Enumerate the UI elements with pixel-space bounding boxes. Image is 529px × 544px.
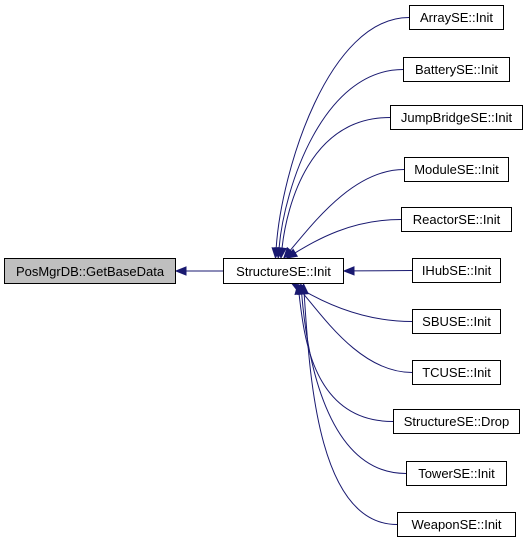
- node-structurese-drop[interactable]: StructureSE::Drop: [393, 409, 520, 434]
- edge-jumpbridgese-init: [281, 117, 391, 249]
- node-label: StructureSE::Init: [236, 263, 331, 279]
- node-tcuse-init[interactable]: TCUSE::Init: [412, 360, 501, 385]
- node-jumpbridgese-init[interactable]: JumpBridgeSE::Init: [390, 105, 523, 130]
- edge-weaponse-init: [303, 293, 398, 525]
- node-label: BatterySE::Init: [414, 62, 499, 77]
- edge-tcuse-init: [301, 291, 413, 373]
- node-label: ModuleSE::Init: [414, 162, 499, 177]
- node-label: TowerSE::Init: [418, 466, 495, 481]
- edge-arrayse-init: [275, 17, 410, 249]
- node-label: ArraySE::Init: [420, 10, 493, 25]
- node-ihubse-init[interactable]: IHubSE::Init: [412, 258, 501, 283]
- node-posmgrdb-getbasedata: PosMgrDB::GetBaseData: [4, 258, 176, 284]
- node-label: IHubSE::Init: [421, 263, 492, 278]
- node-label: ReactorSE::Init: [412, 212, 501, 227]
- node-label: SBUSE::Init: [422, 314, 491, 329]
- edge-modulese-init: [289, 169, 405, 251]
- node-reactorse-init[interactable]: ReactorSE::Init: [401, 207, 512, 232]
- node-label: PosMgrDB::GetBaseData: [15, 263, 165, 279]
- node-label: StructureSE::Drop: [403, 414, 510, 429]
- node-modulese-init[interactable]: ModuleSE::Init: [404, 157, 509, 182]
- node-towerse-init[interactable]: TowerSE::Init: [406, 461, 507, 486]
- edge-sbuse-init: [300, 288, 413, 322]
- node-weaponse-init[interactable]: WeaponSE::Init: [397, 512, 516, 537]
- node-arrayse-init[interactable]: ArraySE::Init: [409, 5, 504, 30]
- edge-towerse-init: [301, 293, 407, 474]
- edge-arrow-ihubse-init: [342, 266, 355, 276]
- edge-reactorse-init: [294, 219, 402, 254]
- node-sbuse-init[interactable]: SBUSE::Init: [412, 309, 501, 334]
- node-structurese-init[interactable]: StructureSE::Init: [223, 258, 344, 284]
- node-label: WeaponSE::Init: [411, 517, 502, 532]
- edge-arrow-hub-to-focus: [174, 266, 187, 276]
- edge-structurese-drop: [298, 293, 394, 422]
- edge-batteryse-init: [278, 69, 404, 249]
- node-label: JumpBridgeSE::Init: [400, 110, 513, 125]
- node-label: TCUSE::Init: [422, 365, 491, 380]
- node-batteryse-init[interactable]: BatterySE::Init: [403, 57, 510, 82]
